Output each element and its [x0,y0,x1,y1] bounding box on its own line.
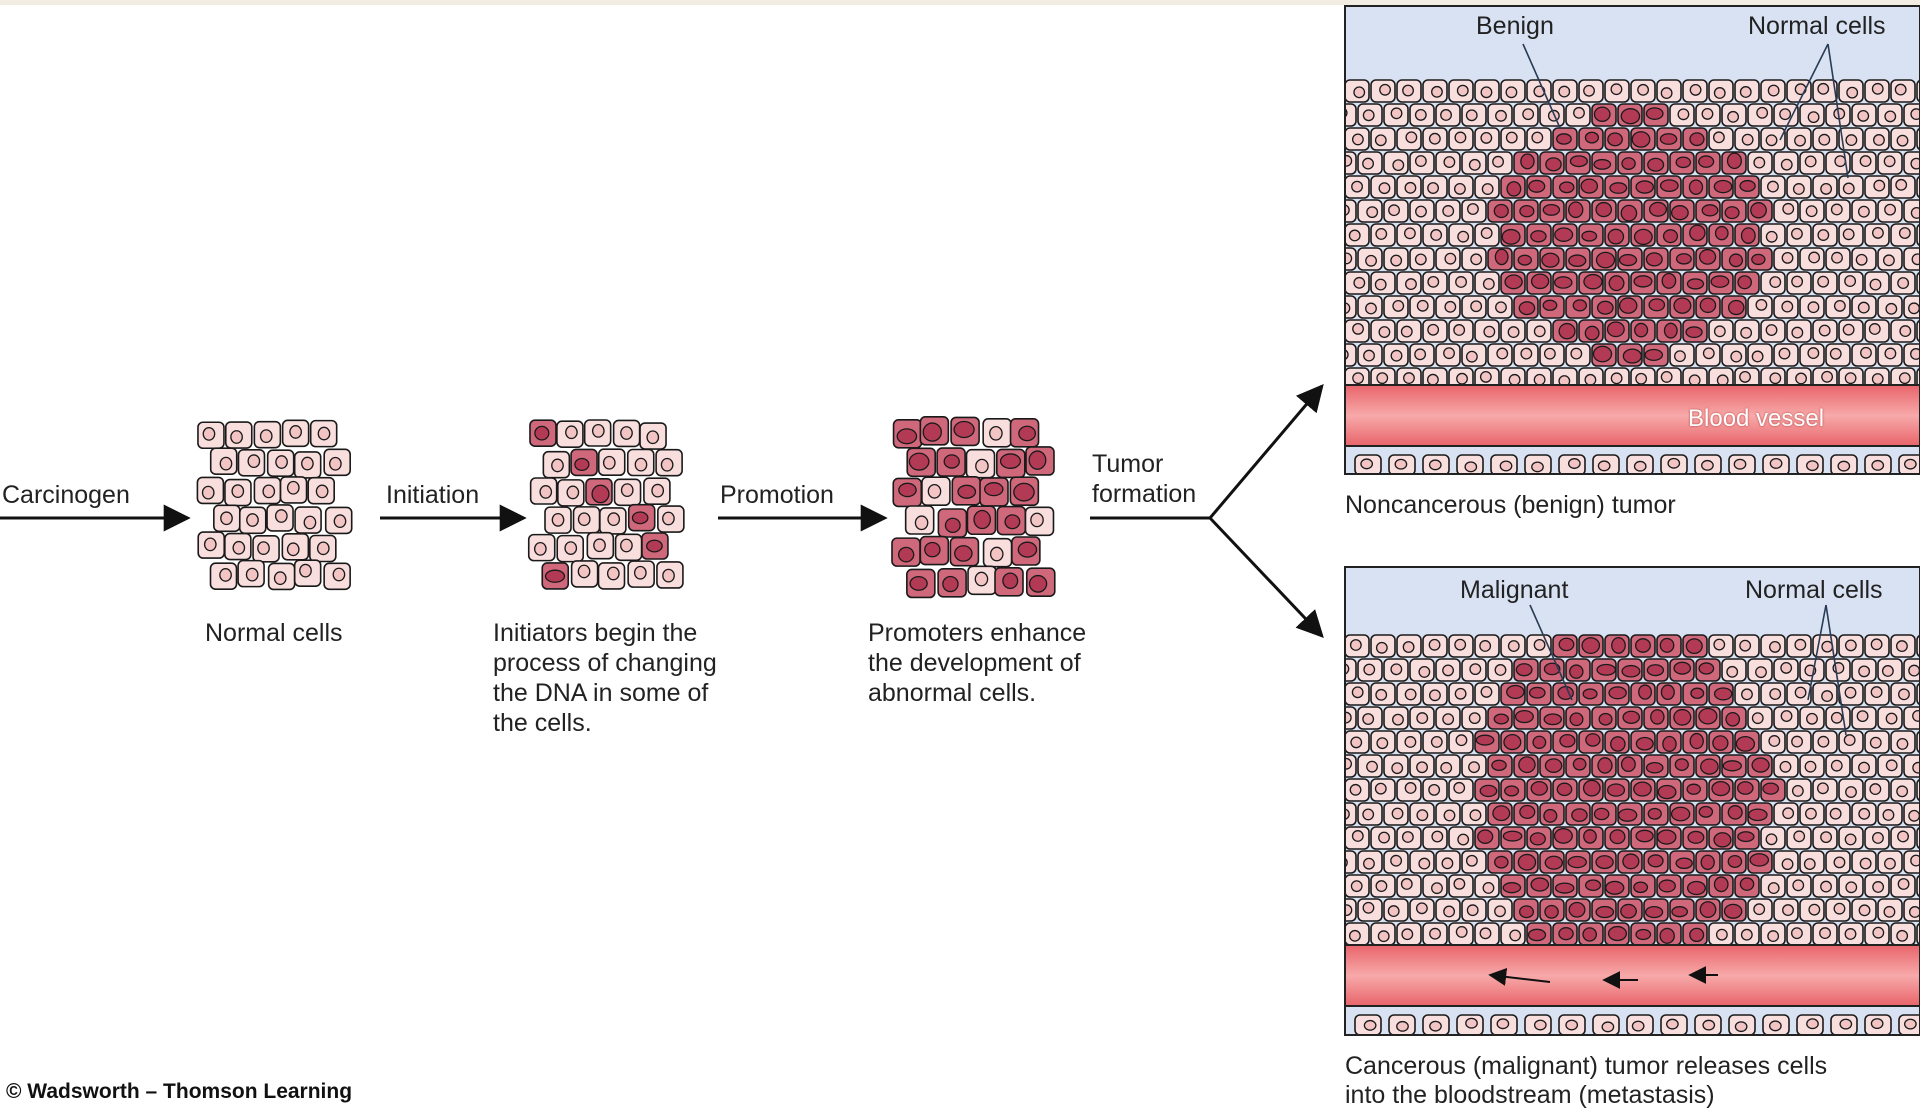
label-promotion: Promotion [720,480,834,510]
malignant-tumor-panel [1319,567,1920,1035]
label-normal-cells-malignant: Normal cells [1745,576,1883,604]
label-tumor-formation: Tumor formation [1092,449,1196,509]
normal-cells-cluster [197,420,351,589]
label-initiation: Initiation [386,480,479,510]
caption-malignant-tumor: Cancerous (malignant) tumor releases cel… [1345,1052,1827,1110]
initiated-cells-cluster [529,420,684,589]
promoted-cells-cluster [892,417,1055,598]
blood-vessel-malignant [1345,945,1920,1006]
caption-benign-tumor: Noncancerous (benign) tumor [1345,490,1676,520]
arrow-to-benign [1210,386,1322,518]
caption-promoters: Promoters enhance the development of abn… [868,618,1086,708]
label-benign: Benign [1476,12,1554,40]
copyright-credit: © Wadsworth – Thomson Learning [6,1080,352,1104]
caption-initiators: Initiators begin the process of changing… [493,618,717,738]
label-normal-cells-benign: Normal cells [1748,12,1886,40]
label-malignant: Malignant [1460,576,1568,604]
blood-vessel [1345,385,1920,446]
benign-tumor-panel [1319,6,1920,475]
label-blood-vessel: Blood vessel [1688,405,1824,433]
label-carcinogen: Carcinogen [2,480,130,510]
arrow-to-malignant [1210,518,1322,636]
caption-normal-cells: Normal cells [205,618,343,648]
